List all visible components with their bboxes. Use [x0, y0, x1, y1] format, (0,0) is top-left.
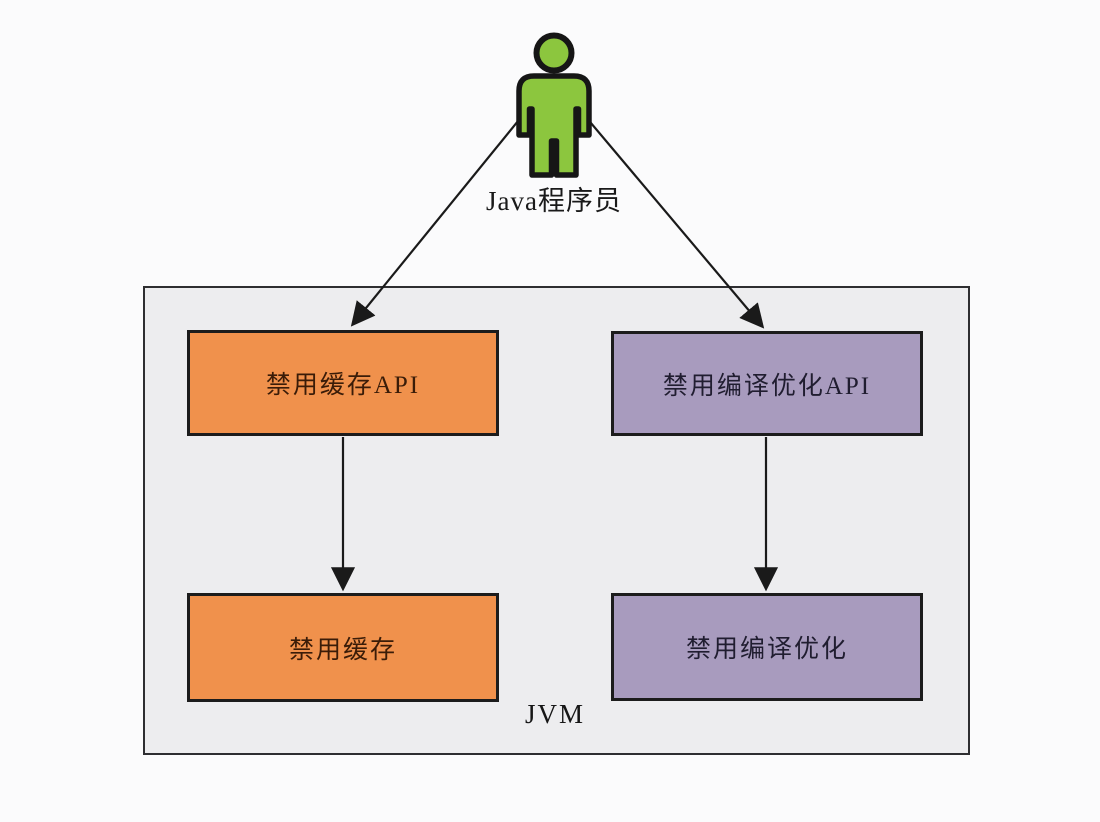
person-icon	[516, 32, 592, 178]
node-disable-cache-api: 禁用缓存API	[187, 330, 499, 436]
node-disable-compile-opt-api: 禁用编译优化API	[611, 331, 923, 436]
node-disable-compile-opt: 禁用编译优化	[611, 593, 923, 701]
jvm-label: JVM	[524, 699, 585, 729]
actor-label: Java程序员	[486, 186, 622, 216]
node-disable-cache: 禁用缓存	[187, 593, 499, 702]
